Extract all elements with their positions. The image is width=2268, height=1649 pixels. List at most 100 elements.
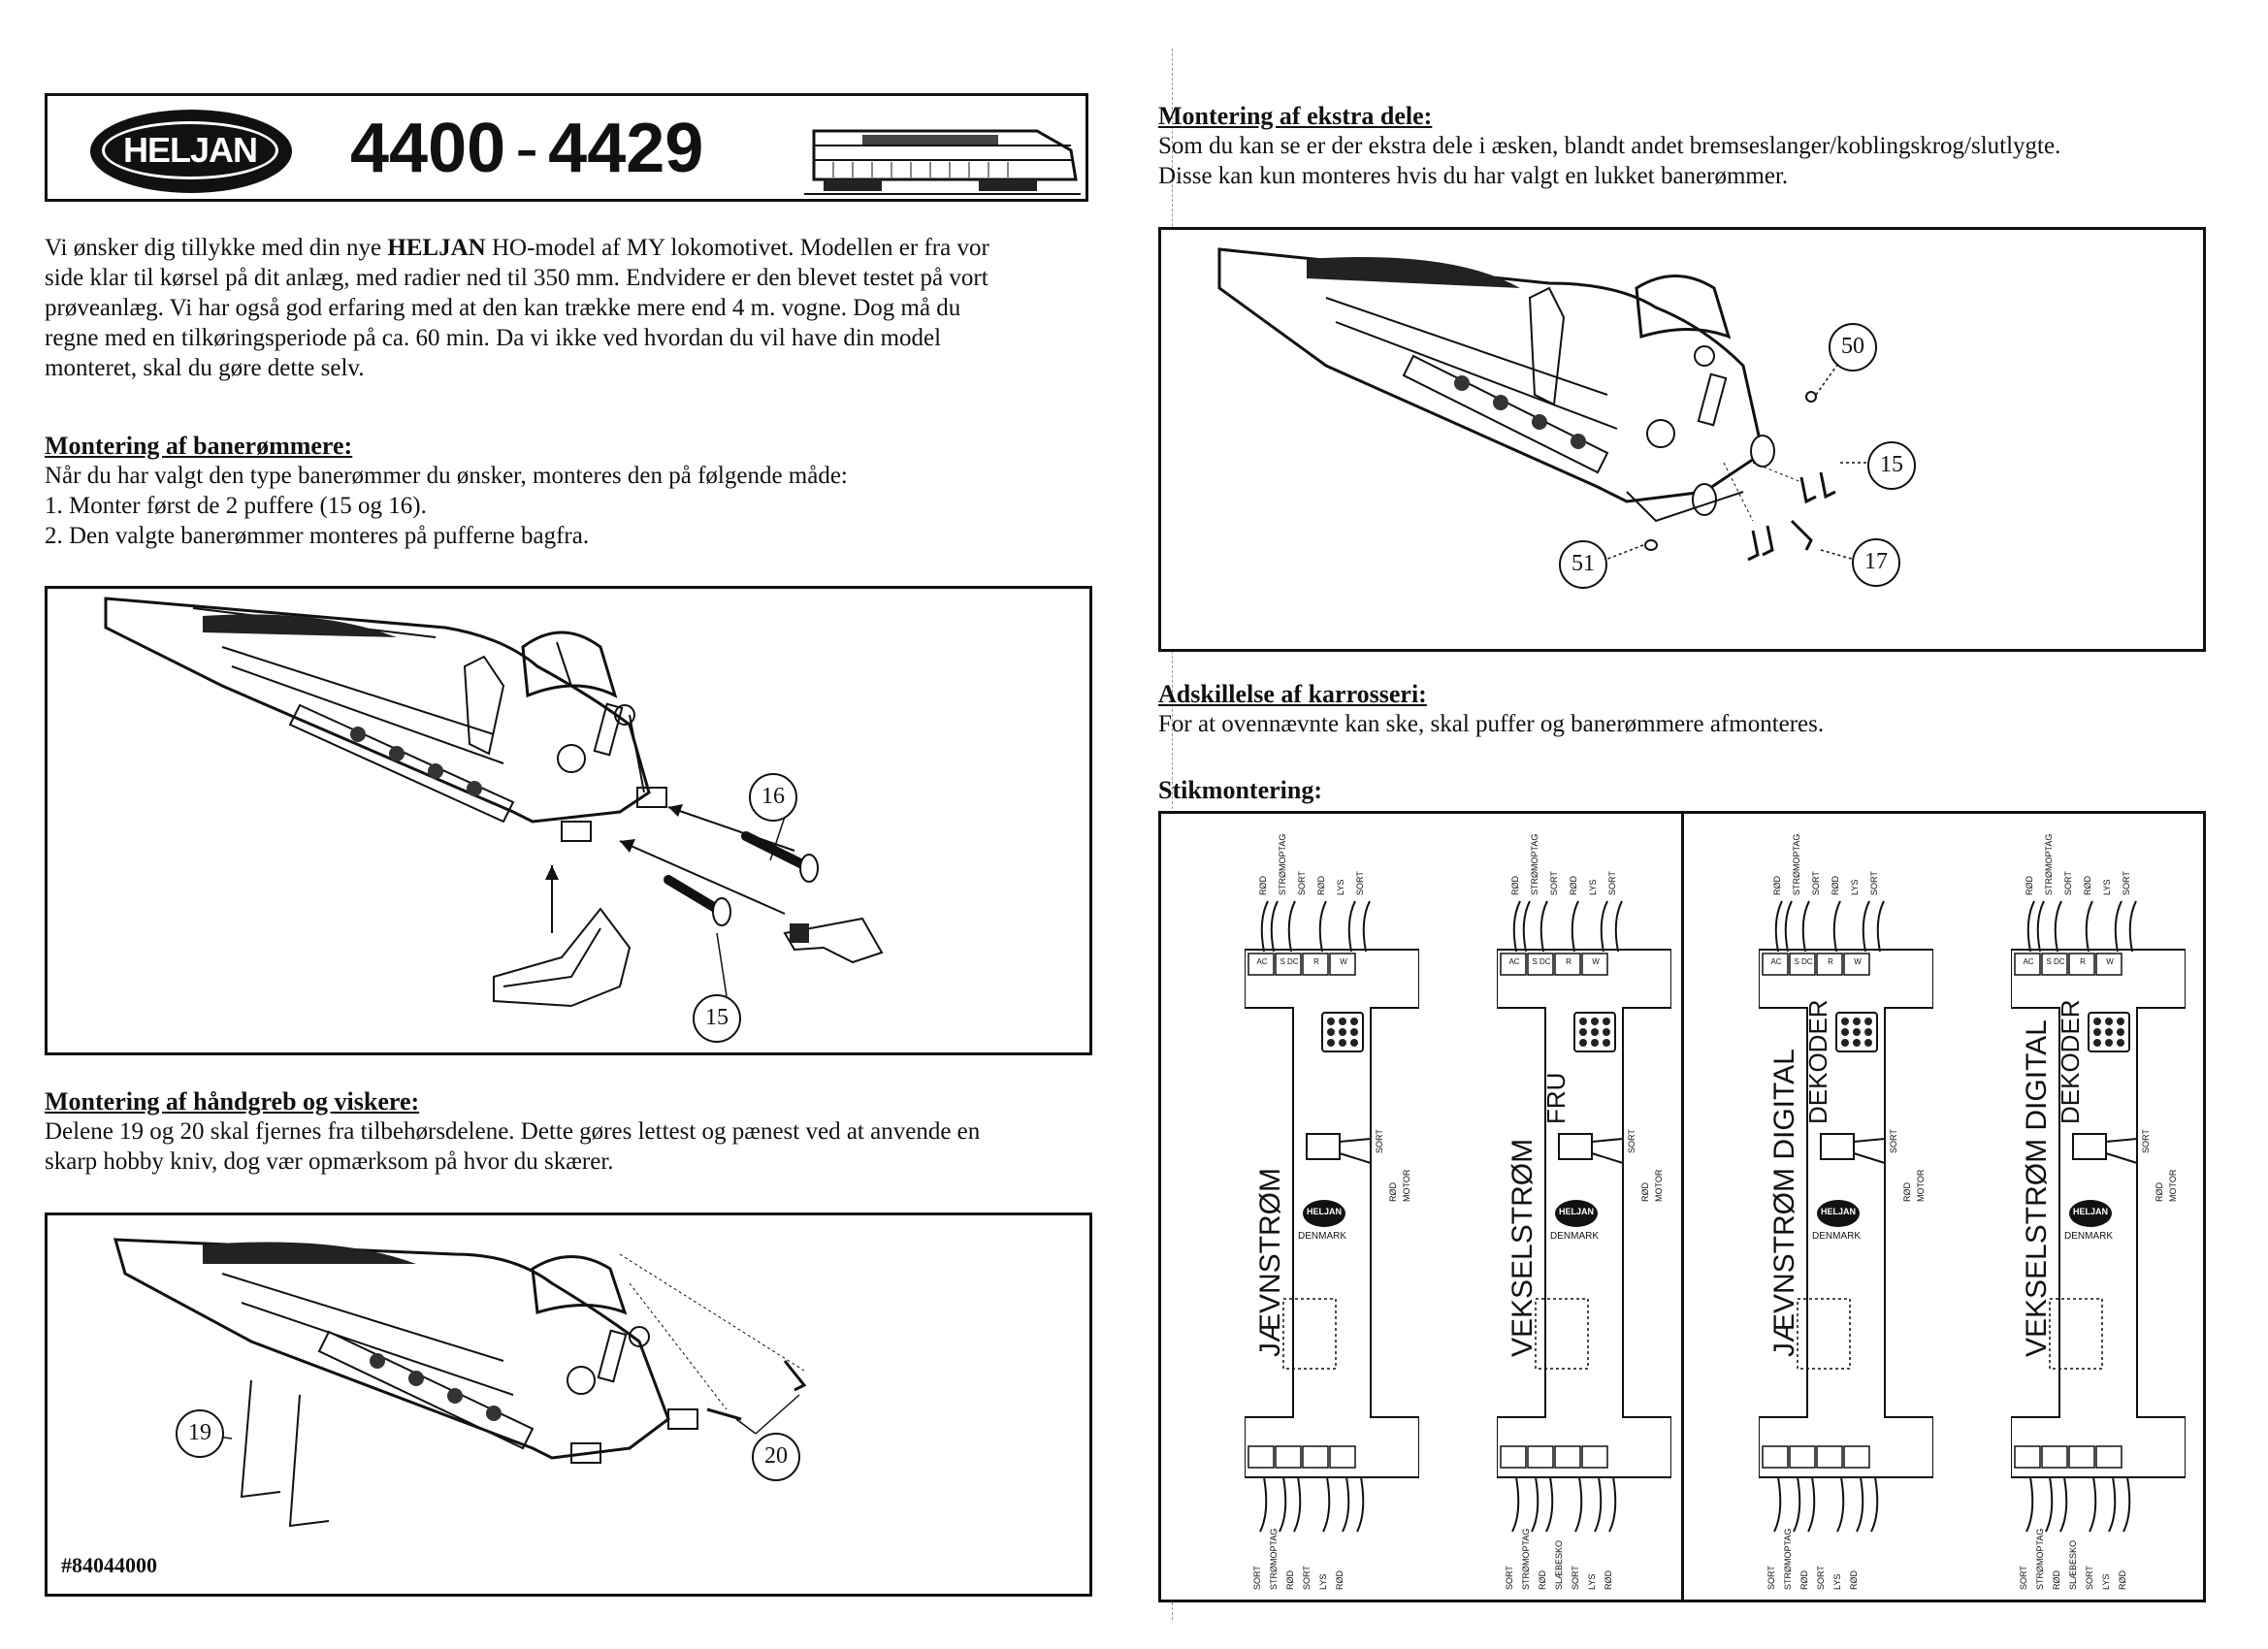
board-motor-wire-label: RØD bbox=[1902, 1182, 1912, 1202]
intro-line-1: Vi ønsker dig tillykke med din nye HELJA… bbox=[45, 233, 1092, 263]
board-top-wire-label: RØD bbox=[1258, 876, 1268, 895]
board-top-wire-label: STRØMOPTAG bbox=[2044, 833, 2054, 895]
board-top-wire-label: SORT bbox=[1869, 871, 1879, 895]
board-top-wire-label: RØD bbox=[2083, 876, 2092, 895]
board-top-pin-label: W bbox=[2106, 957, 2114, 966]
board-top-pin-label: S DC bbox=[1794, 957, 1813, 966]
board-bottom-wire-label: SORT bbox=[2085, 1566, 2094, 1590]
board-top-wire-label: SORT bbox=[1297, 871, 1307, 895]
section-handgreb-title: Montering af håndgreb og viskere: bbox=[45, 1087, 420, 1116]
board-denmark-1: DENMARK bbox=[1298, 1231, 1347, 1242]
board-bottom-wire-label: RØD bbox=[2052, 1570, 2061, 1590]
board-top-wire-label: LYS bbox=[1336, 879, 1345, 895]
section-banerommere-line-3: 2. Den valgte banerømmer monteres på puf… bbox=[45, 523, 590, 549]
ekstra-illustration-frame: 50 15 51 17 bbox=[1158, 227, 2206, 652]
intro-line-4: regne med en tilkøringsperiode på ca. 60… bbox=[45, 325, 942, 351]
intro-brand: HELJAN bbox=[387, 235, 486, 261]
board-top-wire-label: RØD bbox=[2025, 876, 2034, 895]
intro-line-2: side klar til kørsel på dit anlæg, med r… bbox=[45, 265, 988, 291]
section-ekstra-title: Montering af ekstra dele: bbox=[1158, 102, 1433, 130]
board-top-wire-label: SORT bbox=[1549, 871, 1559, 895]
callout-17: 17 bbox=[1852, 538, 1900, 587]
board-bottom-wire-label: SORT bbox=[1252, 1566, 1262, 1590]
intro-paragraph: Vi ønsker dig tillykke med din nye HELJA… bbox=[45, 233, 1092, 383]
board-motor-wire-label: SORT bbox=[2141, 1129, 2151, 1153]
board-top-pin-label: AC bbox=[1508, 957, 1520, 966]
board-top-wire-label: RØD bbox=[1316, 876, 1326, 895]
board-bottom-wire-label: SORT bbox=[2019, 1566, 2028, 1590]
board-denmark-2: DENMARK bbox=[1550, 1231, 1600, 1242]
section-adskillelse-text: Adskillelse af karrosseri: For at ovennæ… bbox=[1158, 679, 2235, 739]
board-top-pin-label: W bbox=[1854, 957, 1862, 966]
section-adskillelse-line-1: For at ovennævnte kan ske, skal puffer o… bbox=[1158, 711, 1825, 737]
board-bottom-wire-label: SORT bbox=[1505, 1566, 1514, 1590]
section-adskillelse-title: Adskillelse af karrosseri: bbox=[1158, 680, 1427, 708]
board-top-wire-label: LYS bbox=[2102, 879, 2112, 895]
section-stik-title: Stikmontering: bbox=[1158, 776, 1322, 804]
section-banerommere-line-1: Når du har valgt den type banerømmer du … bbox=[45, 463, 848, 489]
locomotive-front-illustration-3 bbox=[1217, 247, 1869, 562]
section-ekstra-line-1: Som du kan se er der ekstra dele i æsken… bbox=[1158, 133, 2061, 159]
board-top-pin-label: R bbox=[2080, 957, 2086, 966]
board-bottom-wire-label: STRØMOPTAG bbox=[2035, 1528, 2045, 1590]
board-bottom-wire-label: LYS bbox=[1587, 1573, 1597, 1590]
locomotive-front-illustration-2 bbox=[113, 1238, 807, 1528]
callout-15-extra: 15 bbox=[1867, 441, 1916, 490]
board-outline bbox=[1245, 900, 1419, 1533]
section-handgreb-line-2: skarp hobby kniv, dog vær opmærksom på h… bbox=[45, 1148, 614, 1175]
board-motor-wire-label: RØD bbox=[1640, 1182, 1650, 1202]
handgreb-illustration-frame: 19 20 #84044000 bbox=[45, 1212, 1092, 1597]
heljan-logo-text: HELJAN bbox=[102, 121, 278, 179]
intro-line-1-rest: HO-model af MY lokomotivet. Modellen er … bbox=[485, 235, 989, 261]
board-heljan-logo-1: HELJAN bbox=[1306, 1207, 1342, 1216]
board-sublabel-4: DEKODER bbox=[2056, 999, 2085, 1124]
section-banerommere-line-2: 1. Monter først de 2 puffere (15 og 16). bbox=[45, 493, 427, 519]
board-denmark-4: DENMARK bbox=[2064, 1231, 2114, 1242]
callout-51: 51 bbox=[1559, 540, 1607, 589]
board-heljan-logo-3: HELJAN bbox=[1820, 1207, 1856, 1216]
board-motor-wire-label: RØD bbox=[1388, 1182, 1398, 1202]
board-top-wire-label: SORT bbox=[2063, 871, 2073, 895]
board-top-pin-label: S DC bbox=[2046, 957, 2065, 966]
board-top-wire-label: STRØMOPTAG bbox=[1278, 833, 1287, 895]
callout-19: 19 bbox=[176, 1409, 224, 1458]
board-top-pin-label: S DC bbox=[1280, 957, 1299, 966]
section-handgreb-line-1: Delene 19 og 20 skal fjernes fra tilbehø… bbox=[45, 1118, 981, 1145]
board-bottom-wire-label: RØD bbox=[1538, 1570, 1547, 1590]
callout-15: 15 bbox=[693, 994, 741, 1043]
board-label-3: JÆVNSTRØM DIGITAL bbox=[1768, 1049, 1800, 1357]
header-banner: HELJAN 4400-4429 bbox=[45, 93, 1088, 202]
board-top-wire-label: SORT bbox=[1355, 871, 1365, 895]
board-top-pin-label: AC bbox=[1256, 957, 1268, 966]
intro-line-5: monteret, skal du gøre dette selv. bbox=[45, 355, 365, 381]
board-top-wire-label: RØD bbox=[1831, 876, 1840, 895]
board-sublabel-3: DEKODER bbox=[1803, 999, 1832, 1124]
board-bottom-wire-label: SLÆBESKO bbox=[1554, 1539, 1564, 1590]
board-bottom-wire-label: LYS bbox=[1318, 1573, 1328, 1590]
board-label-4: VEKSELSTRØM DIGITAL bbox=[2021, 1019, 2053, 1357]
board-bottom-wire-label: RØD bbox=[1335, 1570, 1345, 1590]
model-number-dash: - bbox=[515, 110, 539, 187]
board-bottom-wire-label: LYS bbox=[1832, 1573, 1842, 1590]
board-heljan-logo-4: HELJAN bbox=[2072, 1207, 2108, 1216]
board-top-pin-label: S DC bbox=[1532, 957, 1551, 966]
board-outline bbox=[1759, 900, 1933, 1533]
board-heljan-logo-2: HELJAN bbox=[1558, 1207, 1594, 1216]
board-bottom-wire-label: SORT bbox=[1766, 1566, 1776, 1590]
section-handgreb-text: Montering af håndgreb og viskere: Delene… bbox=[45, 1086, 1092, 1177]
callout-16: 16 bbox=[749, 773, 797, 822]
board-top-wire-label: LYS bbox=[1588, 879, 1598, 895]
board-bottom-wire-label: RØD bbox=[1285, 1570, 1295, 1590]
board-top-wire-label: STRØMOPTAG bbox=[1792, 833, 1801, 895]
section-ekstra-text: Montering af ekstra dele: Som du kan se … bbox=[1158, 101, 2235, 191]
board-top-wire-label: RØD bbox=[1772, 876, 1782, 895]
section-banerommere-text: Montering af banerømmere: Når du har val… bbox=[45, 431, 1092, 551]
heljan-logo: HELJAN bbox=[90, 110, 292, 193]
model-number: 4400-4429 bbox=[350, 102, 703, 195]
board-bottom-wire-label: LYS bbox=[2101, 1573, 2111, 1590]
board-bottom-wire-label: SLÆBESKO bbox=[2068, 1539, 2078, 1590]
board-top-wire-label: RØD bbox=[1510, 876, 1520, 895]
